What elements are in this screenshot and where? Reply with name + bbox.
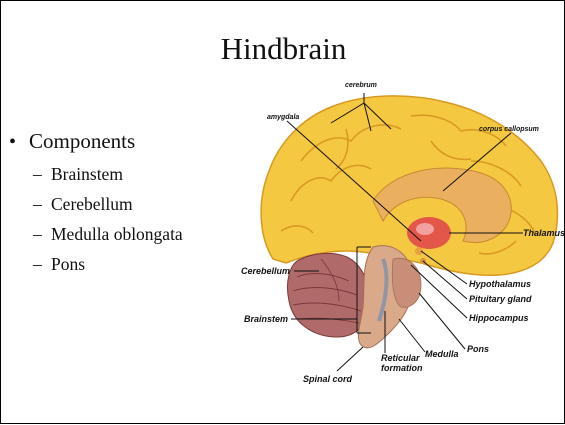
pons-shape — [392, 258, 421, 307]
label-hypothalamus: Hypothalamus — [469, 279, 531, 289]
label-cerebellum: Cerebellum — [241, 266, 290, 276]
label-pons: Pons — [467, 344, 489, 354]
label-corpus-callosum: corpus callopsum — [479, 126, 539, 133]
label-formation: formation — [381, 363, 423, 373]
label-medulla: Medulla — [425, 349, 459, 359]
label-spinal-cord: Spinal cord — [303, 374, 353, 384]
label-brainstem: Brainstem — [244, 314, 288, 324]
label-amygdala: amygdala — [267, 114, 299, 121]
label-reticular: Reticular — [381, 353, 420, 363]
label-hippocampus: Hippocampus — [469, 313, 529, 323]
label-cerebrum: cerebrum — [345, 82, 377, 89]
thalamus-highlight — [416, 223, 434, 235]
label-thalamus: Thalamus — [523, 228, 565, 238]
label-pituitary: Pituitary gland — [469, 294, 532, 304]
